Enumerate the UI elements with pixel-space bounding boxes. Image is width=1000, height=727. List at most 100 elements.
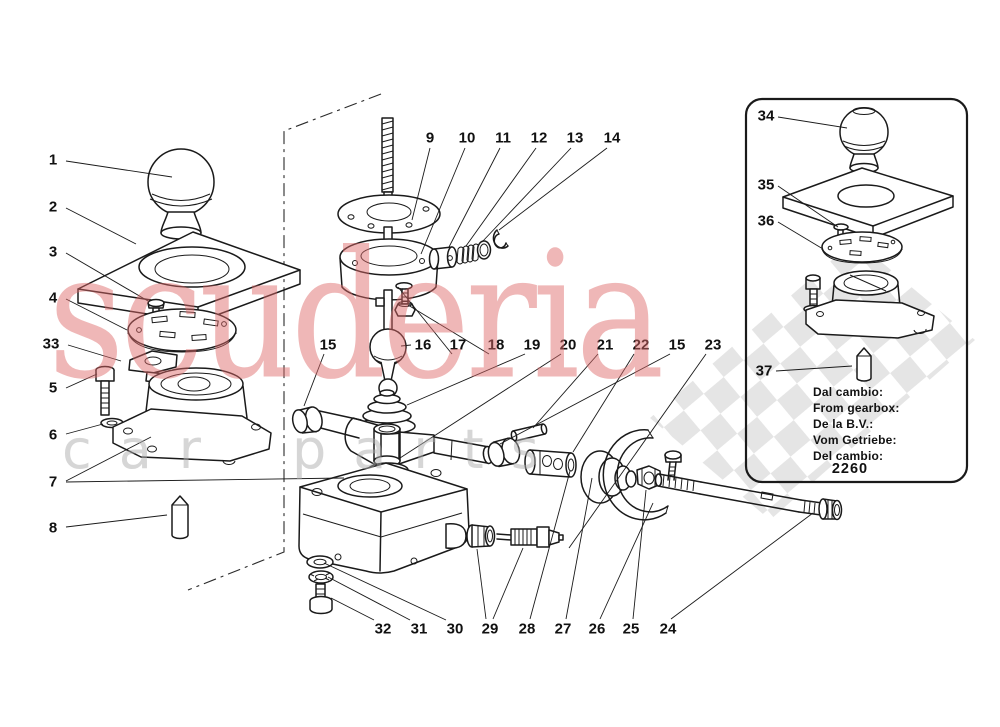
part-label-7-7: 7 (49, 474, 57, 491)
shaft-bushing-right-drawing (486, 436, 522, 468)
leader-line-29 (493, 548, 523, 619)
leader-line-29 (477, 549, 486, 619)
flange-stud-washer-drawing (396, 283, 412, 289)
part-label-18-18: 18 (488, 337, 505, 354)
part-label-22-22: 22 (633, 337, 650, 354)
callout-line-fr: De la B.V.: (813, 417, 874, 431)
leader-line-25 (633, 490, 646, 619)
leader-line-26 (600, 503, 653, 619)
part-label-4-3: 4 (49, 290, 58, 307)
bushing-drawing (430, 247, 457, 269)
leader-line-2 (66, 208, 136, 244)
part-label-34-34: 34 (758, 108, 775, 125)
leader-line-23 (569, 354, 706, 548)
leader-line-15 (304, 354, 324, 406)
leader-line-30 (324, 563, 446, 620)
shift-housing-drawing (299, 463, 469, 573)
checkered-flag-pattern (650, 240, 975, 520)
leader-line-17 (398, 287, 452, 354)
part-label-24-33: 24 (660, 621, 677, 638)
phantom-boundary-line (188, 94, 381, 590)
leader-line-3 (66, 253, 148, 301)
leader-line-1 (66, 161, 172, 177)
leader-line-24 (671, 513, 813, 619)
leader-line-15 (500, 354, 670, 444)
locating-pin-drawing (172, 496, 188, 539)
shaft-bushing-left-drawing (291, 405, 325, 435)
leader-line-27 (566, 478, 592, 619)
leader-line-9 (412, 148, 430, 220)
callout-line-es: Del cambio: (813, 449, 884, 463)
leader-line-19 (407, 354, 525, 405)
part-label-20-20: 20 (560, 337, 577, 354)
part-label-5-5: 5 (49, 380, 57, 397)
leader-line-18 (408, 305, 489, 354)
knob-gaiter-plate-drawing (78, 232, 300, 322)
leader-line-11 (449, 148, 500, 247)
left-housing-drawing (113, 368, 271, 465)
callout-gearbox-code: 2260 (831, 461, 869, 477)
part-label-6-6: 6 (49, 427, 57, 444)
leader-line-5 (66, 374, 97, 388)
variant-gaiter-plate-drawing (783, 168, 953, 238)
leader-lines-layer (66, 117, 852, 620)
part-label-8-8: 8 (49, 520, 57, 537)
universal-joint-drawing (525, 450, 576, 477)
part-label-30-27: 30 (447, 621, 464, 638)
part-label-23-24: 23 (705, 337, 722, 354)
lock-washer-drawing (309, 571, 333, 583)
leader-line-34 (778, 117, 847, 128)
leader-line-10 (421, 148, 465, 254)
switch-nut-drawing (467, 525, 495, 547)
variant-gate-plate-drawing (822, 232, 902, 263)
callout-line-en: From gearbox: (813, 401, 900, 415)
leader-line-33 (68, 345, 121, 361)
part-label-35-35: 35 (758, 177, 775, 194)
flange-bolt-drawing (96, 367, 114, 416)
leader-line-35 (778, 186, 838, 227)
callout-line-it: Dal cambio: (813, 385, 884, 399)
part-label-1-0: 1 (49, 152, 57, 169)
clamp-bolt-drawing (665, 451, 681, 480)
leader-line-37 (776, 366, 852, 371)
part-label-28-29: 28 (519, 621, 536, 638)
drain-bolt-drawing (310, 584, 332, 614)
leader-line-6 (66, 424, 103, 434)
lever-ball-drawing (370, 329, 406, 397)
part-label-27-30: 27 (555, 621, 572, 638)
part-label-15-23: 15 (669, 337, 686, 354)
gate-plate-drawing (128, 309, 236, 352)
part-label-32-25: 32 (375, 621, 392, 638)
leader-line-14 (499, 148, 607, 230)
part-label-2-1: 2 (49, 199, 57, 216)
part-label-15-15: 15 (320, 337, 337, 354)
leader-line-7 (66, 437, 151, 481)
roll-pin-drawing (511, 424, 548, 442)
part-label-3-2: 3 (49, 244, 57, 261)
part-label-33-4: 33 (43, 336, 60, 353)
lower-flange-drawing (340, 239, 438, 332)
flange-stud-bolt-drawing (395, 289, 415, 316)
part-label-13-13: 13 (567, 130, 584, 147)
part-label-36-36: 36 (758, 213, 775, 230)
leader-line-22 (573, 354, 634, 452)
variant-knob-drawing (840, 108, 888, 173)
snap-ring-drawing (493, 230, 508, 248)
spring-drawing (457, 244, 479, 264)
part-label-21-21: 21 (597, 337, 614, 354)
leader-line-8 (66, 515, 167, 527)
part-label-26-31: 26 (589, 621, 606, 638)
leader-line-31 (328, 577, 410, 620)
part-label-29-28: 29 (482, 621, 499, 638)
variant-housing-drawing (806, 271, 934, 338)
leader-line-36 (778, 222, 823, 249)
part-label-19-19: 19 (524, 337, 541, 354)
part-label-37-37: 37 (756, 363, 773, 380)
leader-line-20 (400, 354, 561, 458)
leader-line-7 (66, 478, 344, 482)
part-label-10-10: 10 (459, 130, 476, 147)
part-label-11-11: 11 (495, 130, 511, 147)
